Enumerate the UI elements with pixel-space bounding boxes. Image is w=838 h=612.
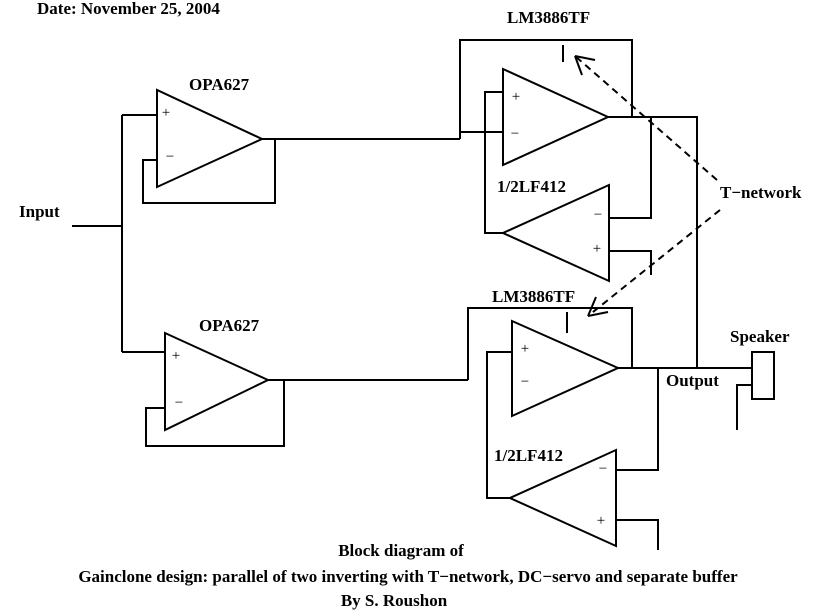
opa-top-minus: − bbox=[166, 149, 174, 165]
input-wiring bbox=[72, 114, 165, 353]
opa-top-plus: + bbox=[162, 105, 170, 121]
caption-line2: Gainclone design: parallel of two invert… bbox=[78, 567, 738, 586]
caption-line1: Block diagram of bbox=[338, 541, 464, 560]
lf-bottom-label: 1/2LF412 bbox=[494, 446, 563, 465]
lm-bottom-minus: − bbox=[521, 374, 529, 390]
lf-top-plus: + bbox=[593, 241, 601, 257]
lm-top-plus: + bbox=[512, 89, 520, 105]
lm3886-top-amp: + − bbox=[459, 39, 698, 367]
output-label: Output bbox=[666, 371, 719, 390]
lm-bottom-label: LM3886TF bbox=[492, 287, 575, 306]
lf412-top-servo: − + bbox=[500, 117, 652, 283]
speaker-icon bbox=[736, 351, 775, 430]
opa-top-label: OPA627 bbox=[189, 75, 250, 94]
caption-line3: By S. Roushon bbox=[341, 591, 448, 610]
date-text: Date: November 25, 2004 bbox=[37, 0, 220, 18]
lf412-bottom-servo: − + bbox=[507, 368, 659, 550]
opa627-bottom-buffer: + − bbox=[145, 331, 468, 447]
lf-bottom-minus: − bbox=[599, 461, 607, 477]
opa-bottom-plus: + bbox=[172, 348, 180, 364]
t-network-arrows bbox=[574, 55, 721, 317]
lm-bottom-plus: + bbox=[521, 341, 529, 357]
t-network-label: T−network bbox=[720, 183, 802, 202]
input-label: Input bbox=[19, 202, 60, 221]
opa-bottom-label: OPA627 bbox=[199, 316, 260, 335]
lm3886-bottom-amp: + − bbox=[467, 307, 752, 499]
lf-top-minus: − bbox=[594, 207, 602, 223]
lm-top-label: LM3886TF bbox=[507, 8, 590, 27]
opa-bottom-minus: − bbox=[175, 395, 183, 411]
opa627-top-buffer: + − bbox=[142, 88, 460, 204]
speaker-label: Speaker bbox=[730, 327, 790, 346]
lf-top-label: 1/2LF412 bbox=[497, 177, 566, 196]
lm-top-minus: − bbox=[511, 126, 519, 142]
lf-bottom-plus: + bbox=[597, 513, 605, 529]
